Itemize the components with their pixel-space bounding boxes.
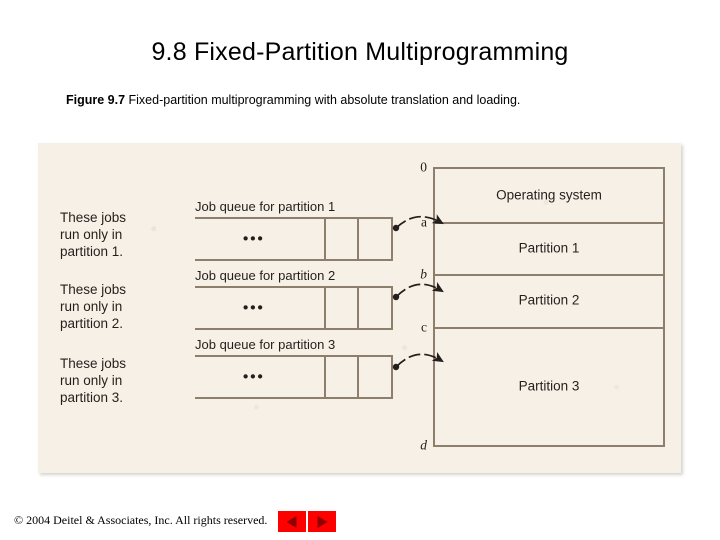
previous-slide-button[interactable] xyxy=(278,511,306,532)
job-queue-2-ellipsis: ••• xyxy=(243,299,265,317)
figure-image: These jobs run only in partition 1. Thes… xyxy=(38,143,681,473)
side-note-partition-3: These jobs run only in partition 3. xyxy=(60,356,127,405)
figure-caption: Figure 9.7 Fixed-partition multiprogramm… xyxy=(66,93,686,107)
memory-region-partition-1: Partition 1 xyxy=(518,240,580,256)
job-queue-3-divider-2 xyxy=(357,357,359,397)
job-queue-3-box: ••• xyxy=(195,355,393,399)
figure-caption-label: Figure 9.7 xyxy=(66,93,126,107)
job-queue-1: Job queue for partition 1 ••• xyxy=(195,199,393,261)
memory-rule-a xyxy=(433,222,665,224)
job-queue-1-title: Job queue for partition 1 xyxy=(195,199,336,214)
triangle-left-icon xyxy=(286,515,297,528)
memory-rule-c xyxy=(433,327,665,329)
memory-address-b: b xyxy=(420,266,427,282)
figure-caption-text: Fixed-partition multiprogramming with ab… xyxy=(125,93,521,107)
job-queue-3-title: Job queue for partition 3 xyxy=(195,337,336,352)
footer: © 2004 Deitel & Associates, Inc. All rig… xyxy=(0,506,720,540)
job-queue-3-ellipsis: ••• xyxy=(243,368,265,386)
job-queue-2-divider-2 xyxy=(357,288,359,328)
job-queue-2-title: Job queue for partition 2 xyxy=(195,268,336,283)
side-note-partition-1: These jobs run only in partition 1. xyxy=(60,210,127,259)
memory-region-operating-system: Operating system xyxy=(496,187,602,203)
triangle-right-icon xyxy=(317,515,328,528)
job-queue-2-divider-1 xyxy=(324,288,326,328)
job-queue-2-divider-3 xyxy=(391,288,393,328)
memory-address-axis xyxy=(433,167,435,447)
job-queue-3-divider-1 xyxy=(324,357,326,397)
memory-rule-0 xyxy=(433,167,665,169)
job-queue-3-divider-3 xyxy=(391,357,393,397)
job-queue-3: Job queue for partition 3 ••• xyxy=(195,337,393,399)
memory-rule-d xyxy=(433,445,665,447)
memory-address-c: c xyxy=(421,319,427,335)
job-queue-1-divider-2 xyxy=(357,219,359,259)
memory-region-partition-3: Partition 3 xyxy=(518,378,580,394)
page-title: 9.8 Fixed-Partition Multiprogramming xyxy=(151,38,569,66)
job-queue-2: Job queue for partition 2 ••• xyxy=(195,268,393,330)
job-queue-1-ellipsis: ••• xyxy=(243,230,265,248)
job-queue-1-divider-1 xyxy=(324,219,326,259)
memory-address-0: 0 xyxy=(420,159,427,175)
next-slide-button[interactable] xyxy=(308,511,336,532)
memory-rule-b xyxy=(433,274,665,276)
arrow-3-tail-dot xyxy=(392,363,400,371)
copyright-text: © 2004 Deitel & Associates, Inc. All rig… xyxy=(14,513,268,527)
memory-map: 0 a b c d Operating system Partition 1 P… xyxy=(420,160,665,451)
job-queue-2-box: ••• xyxy=(195,286,393,330)
memory-right-edge xyxy=(663,167,665,447)
memory-region-partition-2: Partition 2 xyxy=(518,292,580,308)
side-note-partition-2: These jobs run only in partition 2. xyxy=(60,282,127,331)
job-queue-1-divider-3 xyxy=(391,219,393,259)
job-queue-1-box: ••• xyxy=(195,217,393,261)
arrow-1-tail-dot xyxy=(392,224,400,232)
memory-address-d: d xyxy=(420,437,427,453)
memory-address-a: a xyxy=(421,214,427,230)
arrow-2-tail-dot xyxy=(392,293,400,301)
